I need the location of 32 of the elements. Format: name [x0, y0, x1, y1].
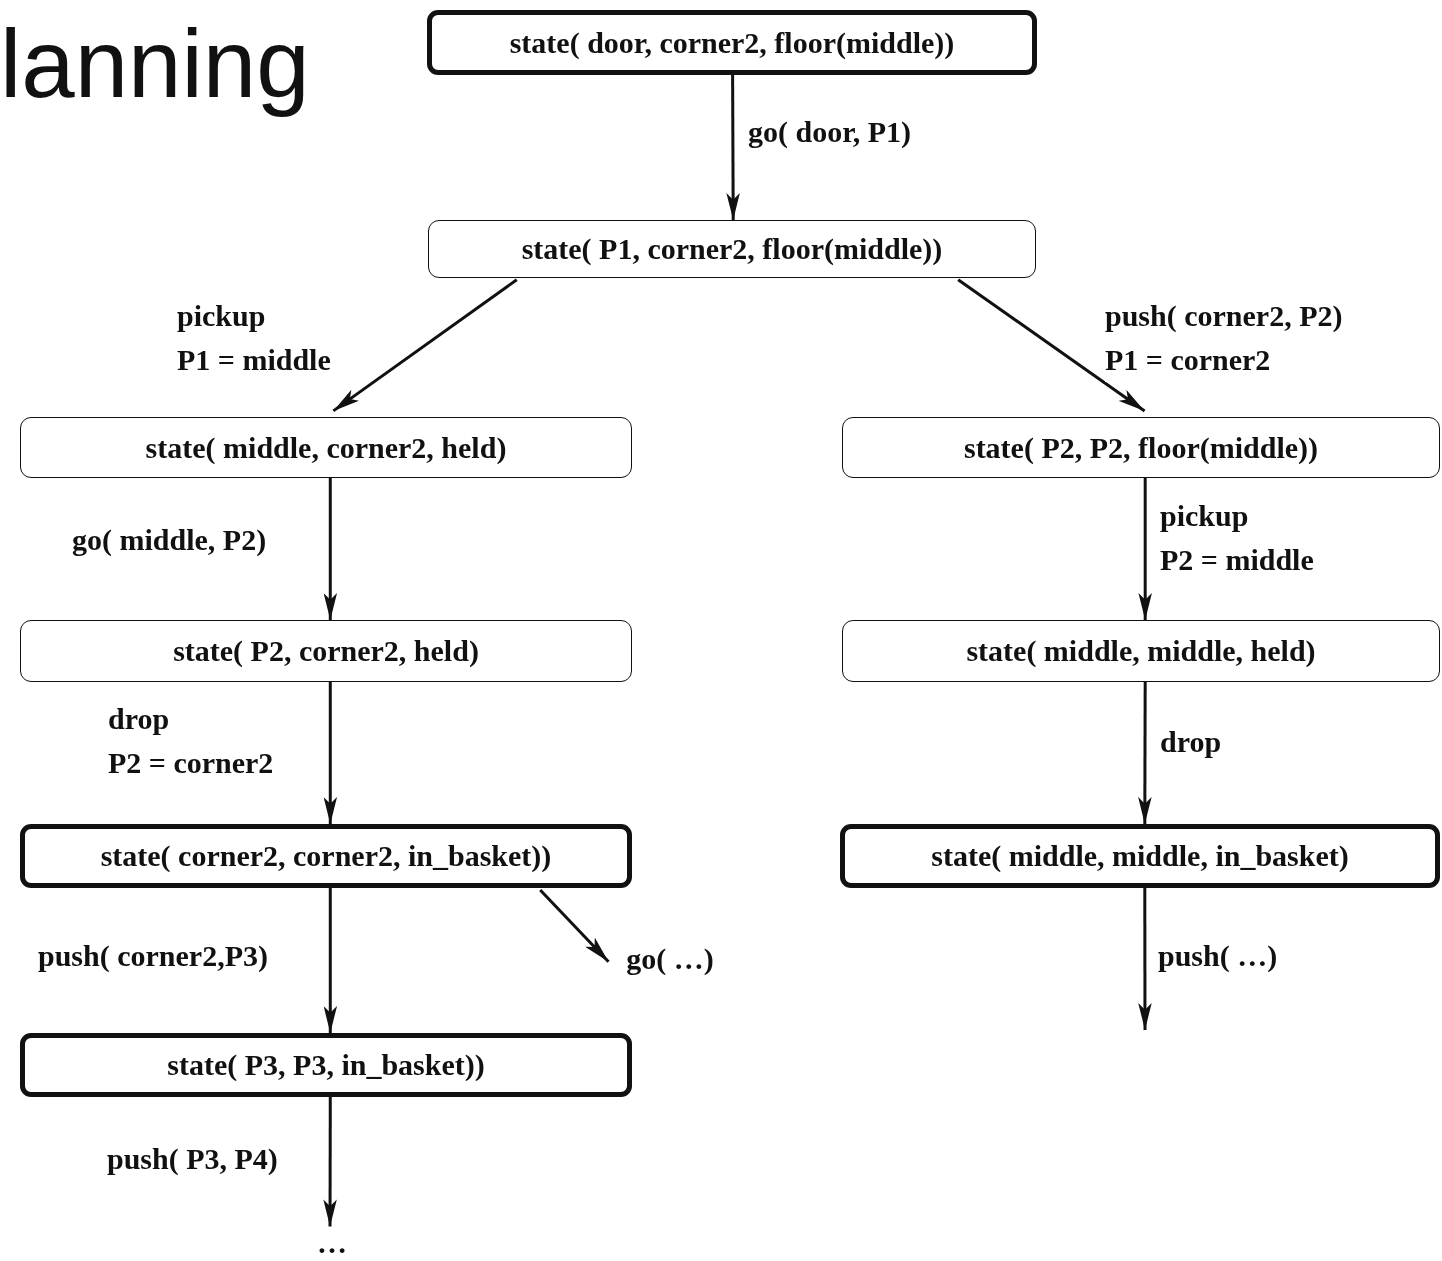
arrow	[323, 1097, 337, 1227]
arrow	[323, 888, 338, 1033]
state-box	[20, 417, 632, 478]
node-text: state( P3, P3, in_basket))	[167, 1048, 485, 1082]
node-text: state( door, corner2, floor(middle))	[509, 25, 955, 60]
state-box	[20, 824, 632, 888]
arrow	[323, 682, 338, 824]
node-text: …	[317, 1226, 347, 1260]
node-text: state( P2, P2, floor(middle))	[963, 430, 1319, 465]
node-text: state( middle, corner2, held)	[145, 430, 507, 465]
state-box	[842, 620, 1440, 682]
state-box	[428, 220, 1036, 278]
arrow	[1138, 478, 1152, 620]
title: lanning	[0, 9, 310, 119]
state-box	[840, 824, 1440, 888]
node-text: state( middle, middle, in_basket)	[931, 839, 1349, 873]
arrow	[332, 278, 518, 413]
state-box	[842, 417, 1440, 478]
node-text: go( …)	[626, 942, 714, 976]
arrow	[1138, 682, 1152, 824]
state-box	[427, 10, 1037, 75]
node-text: state( P1, corner2, floor(middle))	[521, 232, 943, 266]
node-text: state( corner2, corner2, in_basket))	[100, 839, 552, 873]
arrow	[726, 75, 740, 220]
arrow	[1138, 888, 1152, 1030]
arrow	[957, 278, 1146, 413]
arrow	[323, 478, 338, 620]
node-text: state( middle, middle, held)	[966, 634, 1316, 668]
state-box	[20, 620, 632, 682]
arrow	[539, 888, 610, 963]
node-text: state( P2, corner2, held)	[173, 634, 479, 668]
state-box	[20, 1033, 632, 1097]
